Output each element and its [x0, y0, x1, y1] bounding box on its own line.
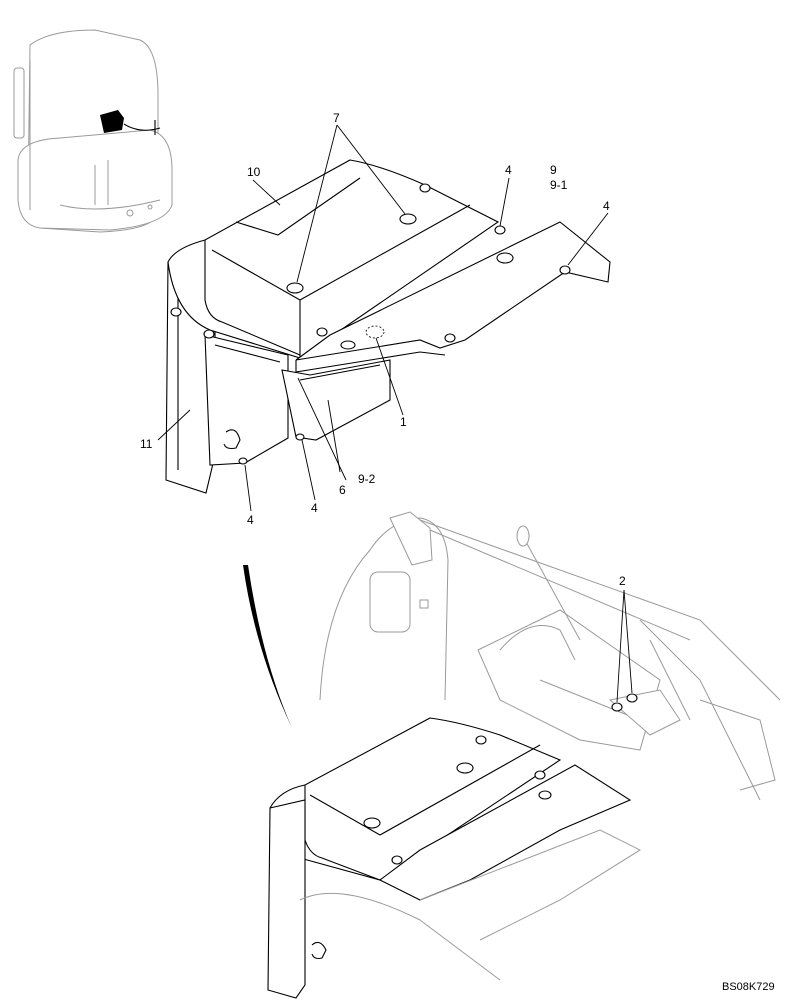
leader-lines [157, 124, 633, 703]
callout-4-left: 4 [247, 513, 254, 527]
locator-thumbnail [13, 29, 173, 233]
callout-6: 6 [339, 483, 346, 497]
callout-1: 1 [400, 415, 407, 429]
callout-9-1: 9-1 [550, 178, 568, 192]
callout-7: 7 [333, 111, 340, 125]
callout-11: 11 [140, 437, 153, 451]
exploded-cover-assembly [165, 159, 611, 494]
installed-machine-view [267, 511, 781, 999]
callout-10: 10 [247, 165, 261, 179]
callout-9-2: 9-2 [358, 472, 376, 486]
callout-4-right: 4 [603, 199, 610, 213]
drawing-code: BS08K729 [722, 981, 775, 993]
callout-4-top: 4 [505, 163, 512, 177]
callout-4-mid: 4 [311, 501, 318, 515]
callout-2: 2 [619, 574, 626, 588]
callout-labels: 7 10 4 9 9-1 4 1 11 9-2 6 4 4 2 BS08K729 [140, 111, 775, 993]
callout-9: 9 [550, 163, 557, 177]
installation-arrow [243, 565, 292, 728]
highlight-part-icon [100, 110, 124, 133]
